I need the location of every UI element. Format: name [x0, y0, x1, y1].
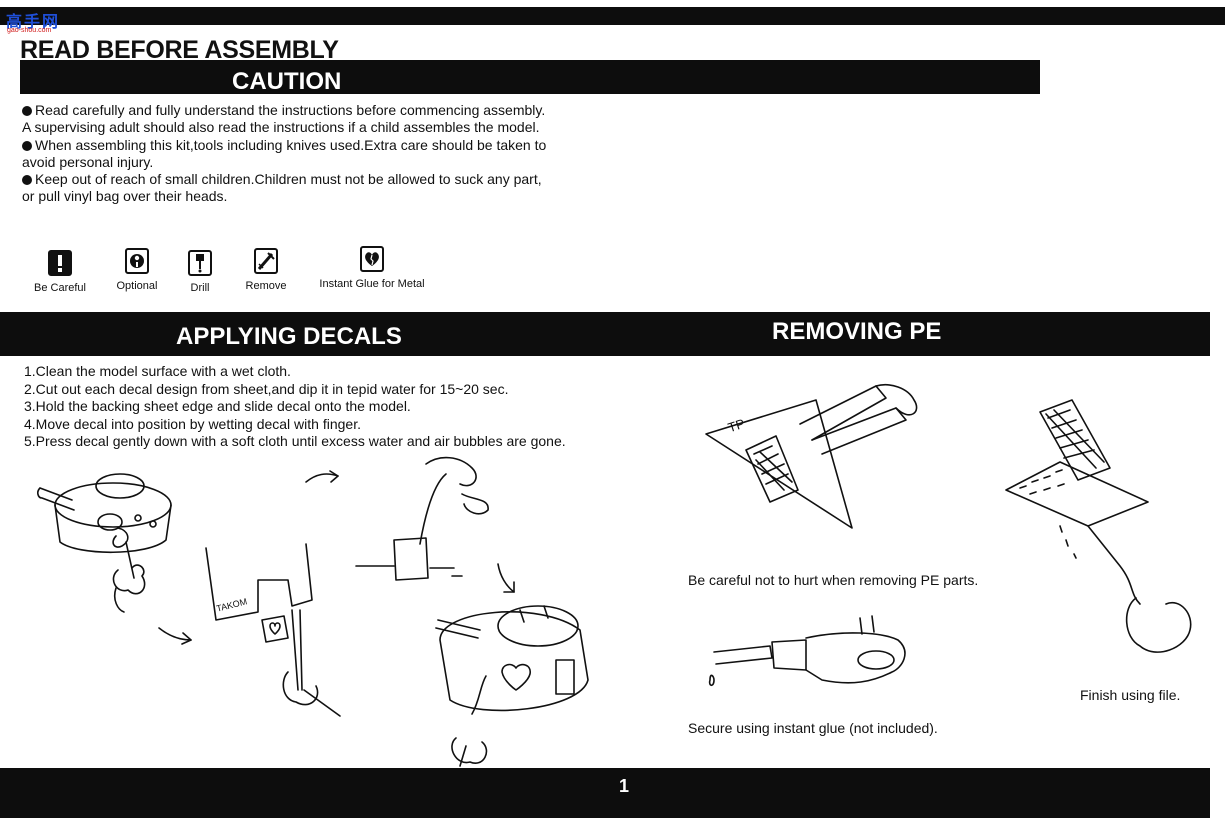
legend-optional: Optional: [112, 248, 162, 292]
applying-decals-title: APPLYING DECALS: [176, 323, 402, 350]
caution-title: CAUTION: [232, 68, 342, 95]
remove-icon: [254, 248, 278, 274]
arrow-icon: [497, 563, 515, 593]
top-bar: [0, 7, 1225, 25]
pe-careful-caption: Be careful not to hurt when removing PE …: [688, 572, 979, 588]
page-title: READ BEFORE ASSEMBLY: [20, 36, 339, 64]
pe-glue-caption: Secure using instant glue (not included)…: [688, 720, 938, 736]
decal-steps-list: 1.Clean the model surface with a wet clo…: [24, 363, 566, 451]
bullet-icon: [22, 175, 32, 186]
turret-wet-cloth-illustration: [37, 473, 172, 613]
pe-fret-cutter-illustration: [705, 384, 918, 529]
exclamation-icon: [48, 250, 72, 276]
drill-icon: [188, 250, 212, 276]
instant-glue-illustration: [708, 615, 906, 687]
removing-pe-title: REMOVING PE: [772, 318, 942, 345]
caution-text: Read carefully and fully understand the …: [22, 102, 582, 206]
bullet-icon: [22, 140, 32, 151]
legend-drill: Drill: [180, 250, 220, 294]
decal-step: 2.Cut out each decal design from sheet,a…: [24, 380, 509, 397]
arrow-icon: [158, 627, 192, 645]
decal-step: 4.Move decal into position by wetting de…: [24, 415, 361, 432]
turret-heart-decal-illustration: [435, 605, 589, 767]
decal-step: 5.Press decal gently down with a soft cl…: [24, 433, 566, 449]
caution-line: avoid personal injury.: [22, 153, 154, 170]
optional-icon: [125, 248, 149, 274]
page-number: 1: [618, 776, 629, 796]
arrow-icon: [305, 470, 339, 483]
legend-label: Optional: [116, 280, 158, 292]
decal-step: 1.Clean the model surface with a wet clo…: [24, 363, 291, 379]
cutting-decal-illustration: [205, 543, 341, 717]
legend-be-careful: Be Careful: [30, 250, 90, 294]
footer-banner: [0, 768, 1210, 818]
glue-heart-icon: [360, 246, 384, 272]
logo-subtext: gao-shou.com: [7, 27, 52, 34]
caution-line: Read carefully and fully understand the …: [22, 102, 582, 119]
pe-file-illustration: [1005, 399, 1192, 653]
bullet-icon: [22, 106, 32, 116]
logo-text: 高手网: [6, 14, 61, 31]
legend-label: Instant Glue for Metal: [319, 278, 425, 290]
caution-line: When assembling this kit,tools including…: [22, 137, 582, 154]
caution-line: A supervising adult should also read the…: [22, 119, 540, 136]
decal-step: 3.Hold the backing sheet edge and slide …: [24, 398, 411, 414]
caution-line: Keep out of reach of small children.Chil…: [22, 171, 582, 188]
section-banner: [0, 312, 1210, 356]
site-logo: 高手网 gao-shou.com: [4, 7, 74, 35]
legend-label: Be Careful: [34, 282, 86, 294]
caution-banner: [20, 60, 1040, 94]
pe-file-caption: Finish using file.: [1080, 687, 1181, 703]
decal-in-water-illustration: [355, 456, 489, 581]
legend-remove: Remove: [238, 248, 294, 292]
legend-instant-glue: Instant Glue for Metal: [312, 246, 432, 290]
legend-label: Drill: [190, 282, 210, 294]
caution-line: or pull vinyl bag over their heads.: [22, 188, 228, 205]
legend-label: Remove: [245, 280, 287, 292]
